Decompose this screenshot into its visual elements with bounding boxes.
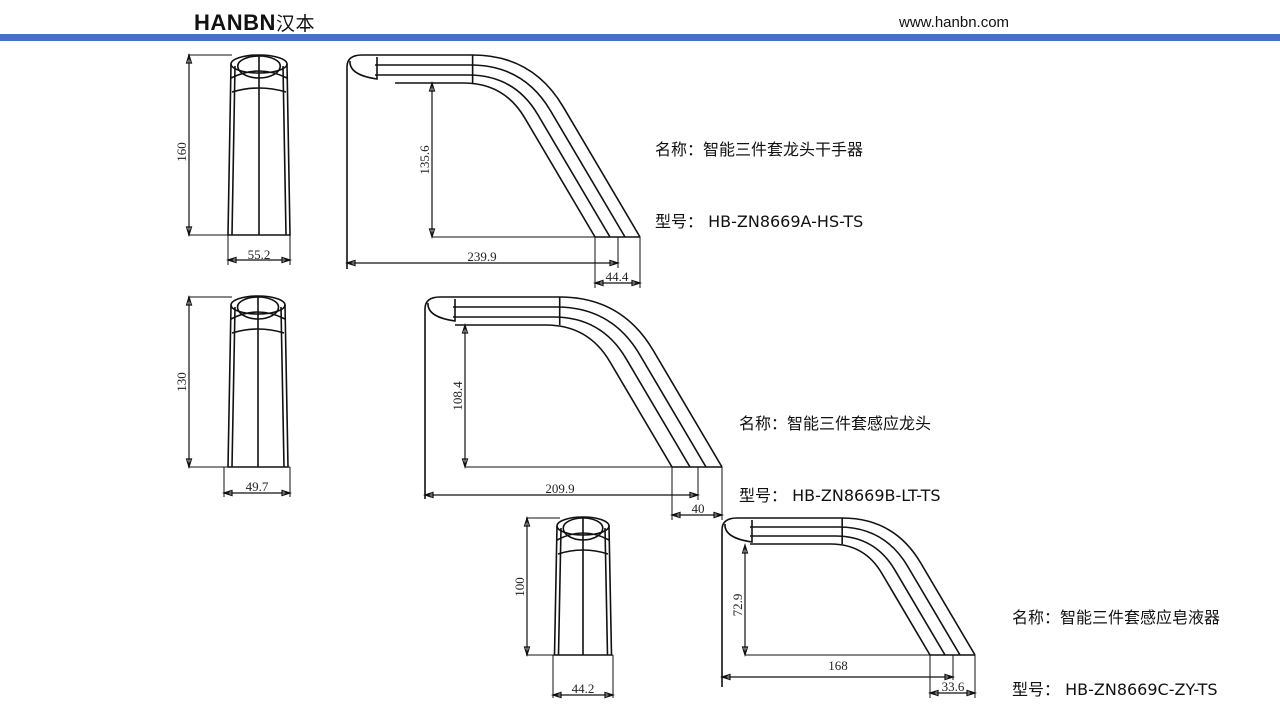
dim-spout-length-line-3 — [719, 673, 956, 681]
dim-spout-tip-line-2 — [669, 511, 725, 519]
front-view-1-top-cap — [230, 54, 288, 74]
side-view-2-spout-nose — [424, 296, 441, 499]
product-name: 智能三件套感应龙头 — [787, 414, 932, 433]
dim-spout-height-1: 135.6 — [417, 145, 432, 175]
side-view-3-spout-line — [750, 543, 931, 656]
side-view-2-spout-line — [453, 306, 707, 468]
front-view-2-collar-lines — [230, 311, 286, 334]
product-name: 智能三件套感应皂液器 — [1060, 608, 1221, 627]
dim-width-line-3 — [550, 691, 616, 699]
dim-width-3: 44.2 — [572, 681, 595, 696]
dim-spout-tip-1: 44.4 — [606, 269, 629, 284]
front-view-3-top-cap — [556, 516, 610, 536]
website-url: www.hanbn.com — [899, 14, 1010, 31]
side-view-3-spout-line — [750, 526, 961, 656]
dim-spout-length-1: 239.9 — [467, 249, 496, 264]
product-model: HB-ZN8669A-HS-TS — [708, 212, 864, 231]
front-view-3-sensor-window — [562, 517, 604, 541]
dim-spout-height-line-1 — [428, 80, 436, 240]
brand-name: HANBN — [194, 10, 276, 35]
dim-spout-height-line-2 — [461, 322, 469, 470]
ext-lines-3 — [526, 517, 613, 656]
header-divider — [0, 34, 1280, 41]
name-label: 名称： — [1012, 608, 1061, 627]
product-name: 智能三件套龙头干手器 — [703, 140, 864, 159]
product-model: HB-ZN8669B-LT-TS — [792, 486, 941, 505]
model-label: 型号： — [655, 212, 704, 231]
dim-width-line-1 — [225, 256, 293, 264]
ext-lines-2b — [223, 467, 291, 497]
dim-spout-height-line-3 — [741, 542, 749, 658]
dim-spout-tip-2: 40 — [692, 501, 705, 516]
dim-spout-height-3: 72.9 — [730, 594, 745, 617]
dim-height-line-1 — [185, 52, 193, 238]
front-view-2-top-cap — [230, 295, 286, 315]
front-view-3-body-lines — [557, 518, 609, 656]
dim-height-1: 160 — [174, 142, 189, 162]
model-label: 型号： — [1012, 680, 1061, 699]
front-view-2-body-lines — [231, 297, 285, 468]
side-view-1-spout-line — [362, 54, 641, 238]
dim-height-line-3 — [523, 515, 531, 658]
dim-spout-tip-3: 33.6 — [942, 679, 965, 694]
side-view-1-spout-line — [375, 74, 611, 238]
side-view-1-spout-nose — [346, 54, 363, 269]
front-view-1-body-lines — [231, 56, 287, 236]
name-label: 名称： — [655, 140, 704, 159]
front-view-1-sensor-window — [236, 55, 282, 79]
dim-spout-length-2: 209.9 — [545, 481, 574, 496]
product-model: HB-ZN8669C-ZY-TS — [1065, 680, 1218, 699]
front-view-3-collar-lines — [556, 532, 610, 555]
ext-lines-2 — [188, 296, 290, 468]
product-label-1: 名称：智能三件套龙头干手器 型号： HB-ZN8669A-HS-TS — [655, 90, 863, 258]
dim-spout-height-2: 108.4 — [450, 381, 465, 411]
side-view-3-outlet — [724, 520, 753, 543]
side-view-3-spout-nose — [721, 517, 738, 687]
front-view-2-sensor-window — [236, 296, 280, 320]
side-view-2-spout-line — [440, 296, 723, 468]
name-label: 名称： — [739, 414, 788, 433]
dim-height-3: 100 — [512, 577, 527, 597]
dim-height-2: 130 — [174, 372, 189, 392]
product-label-3: 名称：智能三件套感应皂液器 型号： HB-ZN8669C-ZY-TS — [1012, 558, 1220, 726]
model-label: 型号： — [739, 486, 788, 505]
ext-lines-1 — [188, 54, 290, 236]
dim-width-1: 55.2 — [248, 247, 271, 262]
side-view-3-spout-line — [737, 517, 976, 656]
product-label-2: 名称：智能三件套感应龙头 型号： HB-ZN8669B-LT-TS — [739, 364, 941, 532]
side-view-2-spout-line — [453, 316, 691, 468]
side-view-1-spout-line — [375, 64, 626, 238]
front-view-1-collar-lines — [230, 70, 288, 93]
brand-name-cn: 汉本 — [275, 13, 315, 35]
side-view-2-spout-line — [455, 324, 673, 468]
dim-width-2: 49.7 — [246, 479, 269, 494]
side-view-1-spout-line — [395, 82, 596, 238]
brand-logo: HANBN汉本 — [194, 9, 315, 36]
side-view-1-outlet — [349, 57, 378, 80]
dim-spout-tip-line-1 — [592, 279, 643, 287]
side-view-3-spout-line — [750, 535, 946, 656]
ext-lines-3b — [552, 655, 614, 698]
dim-spout-length-line-1 — [344, 259, 621, 267]
dim-spout-tip-line-3 — [927, 689, 978, 697]
dim-width-line-2 — [221, 489, 293, 497]
dim-spout-length-line-2 — [422, 491, 701, 499]
dim-spout-length-3: 168 — [828, 658, 848, 673]
dim-height-line-2 — [185, 294, 193, 470]
side-view-2-outlet — [427, 299, 456, 322]
